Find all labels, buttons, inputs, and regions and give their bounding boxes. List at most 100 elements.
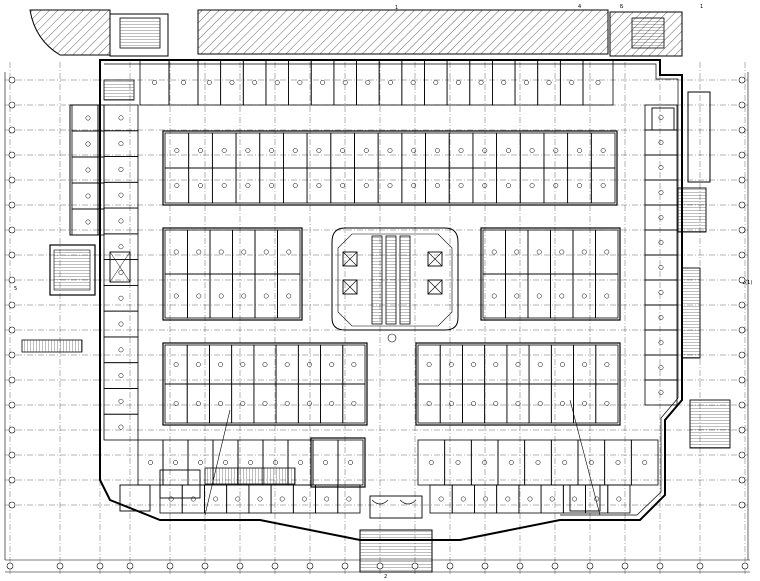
perimeter-shop: [103, 259, 139, 286]
perimeter-shop: [103, 310, 139, 338]
perimeter-shop: [270, 484, 294, 514]
perimeter-shop: [537, 59, 561, 106]
perimeter-shop: [310, 59, 335, 106]
axis-marker: [738, 401, 746, 409]
perimeter-shop: [518, 484, 542, 514]
stall: [187, 229, 211, 275]
perimeter-shop: [401, 59, 425, 106]
stall: [277, 229, 301, 275]
perimeter-shop: [103, 233, 139, 261]
axis-marker: [738, 176, 746, 184]
stall: [590, 167, 616, 204]
perimeter-shop: [103, 284, 139, 312]
axis-marker: [516, 562, 524, 570]
drawing-label-g: 4: [578, 4, 581, 10]
perimeter-shop: [159, 484, 183, 514]
stall: [275, 344, 299, 385]
stall: [259, 167, 284, 204]
stall: [188, 167, 213, 204]
stall: [439, 344, 463, 385]
stall: [417, 344, 441, 385]
axis-marker: [56, 562, 64, 570]
stall: [277, 273, 301, 319]
stall: [425, 167, 450, 204]
stall: [550, 229, 574, 275]
stall: [312, 439, 339, 486]
perimeter-shop: [103, 104, 139, 132]
stall: [275, 383, 299, 424]
perimeter-shop: [644, 254, 678, 281]
stall: [283, 132, 308, 169]
stall: [519, 132, 545, 169]
axis-marker: [8, 476, 16, 484]
stall: [527, 273, 551, 319]
perimeter-shop: [644, 304, 678, 331]
perimeter-shop: [103, 336, 139, 364]
escalator-3: [399, 235, 411, 325]
stall: [259, 132, 284, 169]
axis-marker: [411, 562, 419, 570]
stall: [209, 273, 233, 319]
perimeter-shop: [474, 484, 498, 514]
perimeter-shop: [540, 484, 564, 514]
right-annex: 1(1): [651, 91, 752, 449]
axis-marker: [6, 562, 14, 570]
stall: [572, 229, 596, 275]
stall: [472, 132, 497, 169]
stall: [595, 344, 619, 385]
stall: [425, 132, 450, 169]
stall: [253, 344, 277, 385]
stall: [354, 132, 379, 169]
perimeter-shop: [644, 104, 678, 131]
perimeter-shop: [644, 129, 678, 156]
axis-marker: [738, 426, 746, 434]
axis-marker: [8, 176, 16, 184]
drawing-label-a: 1: [395, 5, 398, 11]
drawing-label-f: 1: [700, 4, 703, 10]
stall: [528, 383, 552, 424]
axis-marker: [738, 101, 746, 109]
axis-marker: [8, 151, 16, 159]
stall: [188, 132, 213, 169]
perimeter-shops: [71, 59, 678, 514]
perimeter-shop: [292, 484, 316, 514]
stall: [235, 167, 261, 204]
stall: [528, 344, 552, 385]
perimeter-shop: [168, 59, 199, 106]
stall: [330, 167, 355, 204]
perimeter-shop: [470, 439, 499, 486]
drawing-label-b: 2: [384, 574, 387, 580]
stall: [283, 167, 308, 204]
perimeter-shop: [644, 379, 678, 406]
stall: [306, 132, 332, 169]
stall: [448, 167, 474, 204]
stall: [543, 132, 569, 169]
stall: [342, 383, 366, 424]
axis-marker: [8, 276, 16, 284]
perimeter-shop: [103, 156, 139, 183]
stall: [211, 167, 237, 204]
axis-marker: [8, 501, 16, 509]
perimeter-shop: [644, 154, 678, 181]
perimeter-shop: [582, 59, 614, 106]
axis-marker: [341, 562, 349, 570]
stall: [377, 167, 403, 204]
stall: [164, 167, 190, 204]
perimeter-shop: [644, 329, 678, 356]
axis-marker: [8, 76, 16, 84]
stall: [484, 344, 508, 385]
axis-marker: [738, 226, 746, 234]
stall: [550, 344, 574, 385]
stall: [595, 273, 619, 319]
stall: [505, 229, 529, 275]
perimeter-shop: [496, 484, 520, 514]
axis-marker: [656, 562, 664, 570]
axis-marker: [738, 301, 746, 309]
stall: [186, 344, 210, 385]
axis-marker: [306, 562, 314, 570]
stall: [595, 383, 619, 424]
axis-marker: [738, 126, 746, 134]
perimeter-shop: [103, 181, 139, 209]
stall: [519, 167, 545, 204]
axis-marker: [738, 276, 746, 284]
